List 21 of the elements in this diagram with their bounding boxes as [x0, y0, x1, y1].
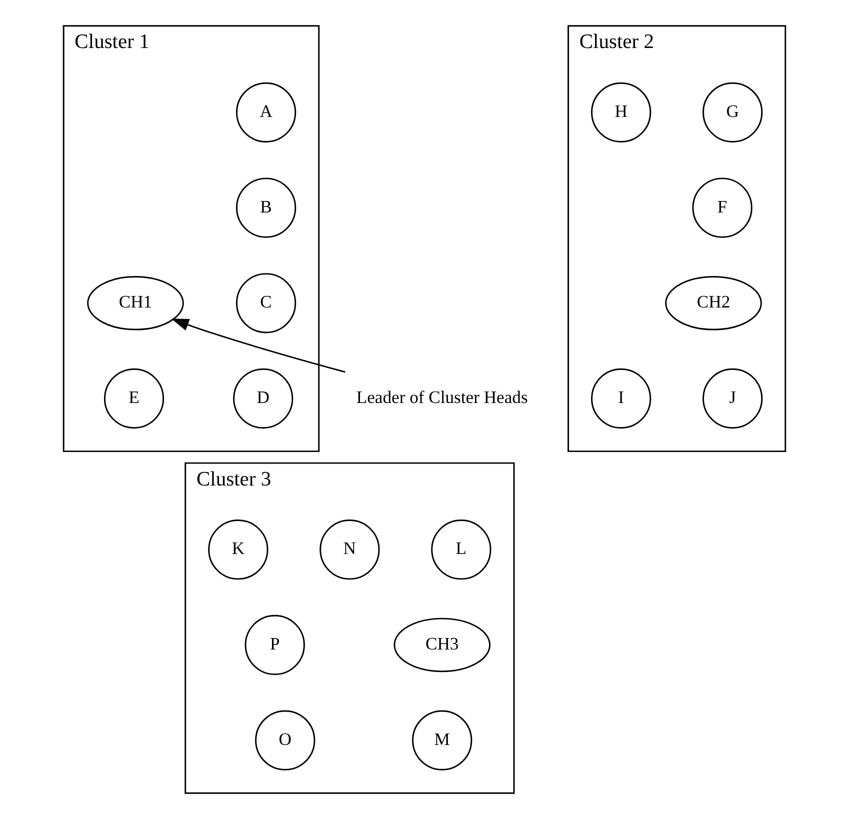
node-circle: P: [244, 614, 305, 676]
node-circle: G: [702, 82, 763, 142]
node-circle: J: [702, 368, 763, 429]
node-ellipse: CH3: [394, 618, 491, 672]
node-circle: O: [255, 710, 316, 770]
node-circle: L: [431, 520, 492, 580]
node-circle: A: [236, 82, 296, 142]
node-ellipse: CH2: [665, 276, 762, 330]
node-circle: K: [208, 520, 268, 580]
node-circle: I: [591, 368, 652, 429]
node-text: Leader of Cluster Heads: [356, 387, 528, 408]
node-circle: H: [591, 82, 652, 142]
node-circle: E: [104, 368, 164, 429]
node-circle: M: [412, 710, 472, 770]
node-circle: N: [320, 520, 380, 580]
node-circle: F: [692, 178, 752, 238]
node-circle: B: [236, 178, 296, 238]
arrow: [171, 318, 346, 373]
node-circle: C: [236, 273, 296, 334]
node-circle: D: [233, 368, 294, 429]
node-ellipse: CH1: [87, 276, 184, 330]
